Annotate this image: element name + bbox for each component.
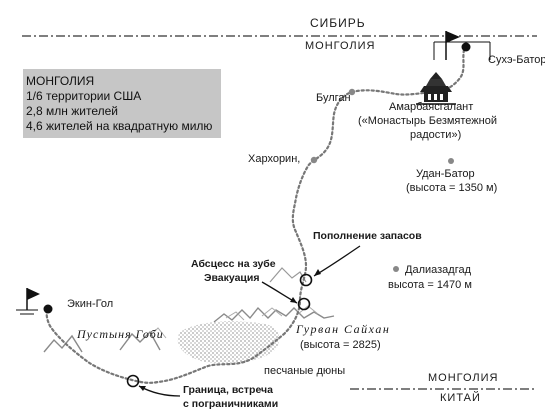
- bulgan-label: Булган: [316, 92, 351, 104]
- abscess-label-line1: Абсцесс на зубе: [191, 258, 276, 270]
- sukhe-bator-dot: [461, 42, 471, 52]
- dalanzadgad-dot: [393, 266, 399, 272]
- border-meeting-point: [126, 374, 140, 388]
- dalanzadgad-label: Далиазадгад: [405, 264, 472, 276]
- start-flag-icon: [446, 31, 460, 43]
- gurvan-saikhan-altitude: (высота = 2825): [300, 339, 381, 351]
- bulgan-dot: [348, 88, 356, 96]
- ekhin-gol-label: Экин-Гол: [67, 298, 114, 310]
- info-line-density: 4,6 жителей на квадратную милю: [26, 119, 213, 133]
- amarbayasgalant-label: Амарбаясгалант: [389, 101, 474, 113]
- monastery-name-line1: («Монастырь Безмятежной: [358, 115, 497, 127]
- siberia-label: СИБИРЬ: [310, 16, 366, 30]
- dalanzadgad-altitude: высота = 1470 м: [388, 279, 472, 291]
- ulan-bator-dot: [448, 158, 454, 164]
- gobi-desert-label: Пустыня Гоби: [77, 327, 164, 341]
- china-label: КИТАЙ: [440, 392, 481, 404]
- resupply-arrow: [313, 245, 361, 277]
- resupply-label: Пополнение запасов: [313, 230, 422, 242]
- info-line-population: 2,8 млн жителей: [26, 104, 118, 118]
- ekhin-gol-dot: [43, 304, 53, 314]
- gurvan-saikhan-mountains: [213, 306, 335, 323]
- ulan-bator-altitude: (высота = 1350 м): [406, 182, 498, 194]
- info-line-area: 1/6 территории США: [26, 89, 142, 103]
- border-meeting-label-line1: Граница, встреча: [183, 384, 273, 396]
- sand-dunes-area: [177, 321, 280, 364]
- gurvan-saikhan-label: Гурван Сайхан: [296, 322, 391, 336]
- gobi-mountains: [43, 334, 83, 353]
- sand-dunes-label: песчаные дюны: [264, 365, 346, 377]
- mongolia-info-box: МОНГОЛИЯ 1/6 территории США 2,8 млн жите…: [23, 69, 221, 138]
- abscess-point: [297, 297, 311, 311]
- resupply-point: [299, 273, 313, 287]
- ulan-bator-label: Удан-Батор: [416, 168, 475, 180]
- kharkhorin-label: Хархорин,: [248, 153, 301, 165]
- monastery-name-line2: радости»): [410, 129, 462, 141]
- monastery-icon: [416, 72, 456, 105]
- border-arrow: [138, 385, 181, 397]
- sukhe-bator-label: Сухэ-Батор: [488, 54, 545, 66]
- mongolia-north-label: МОНГОЛИЯ: [305, 40, 376, 52]
- expedition-route: [45, 48, 466, 384]
- mongolia-south-label: МОНГОЛИЯ: [428, 372, 499, 384]
- finish-flag-icon: [27, 288, 40, 300]
- border-meeting-label-line2: с пограничниками: [183, 398, 279, 410]
- info-title: МОНГОЛИЯ: [26, 74, 95, 88]
- abscess-label-line2: Эвакуация: [204, 272, 260, 284]
- kharkhorin-dot: [310, 156, 318, 164]
